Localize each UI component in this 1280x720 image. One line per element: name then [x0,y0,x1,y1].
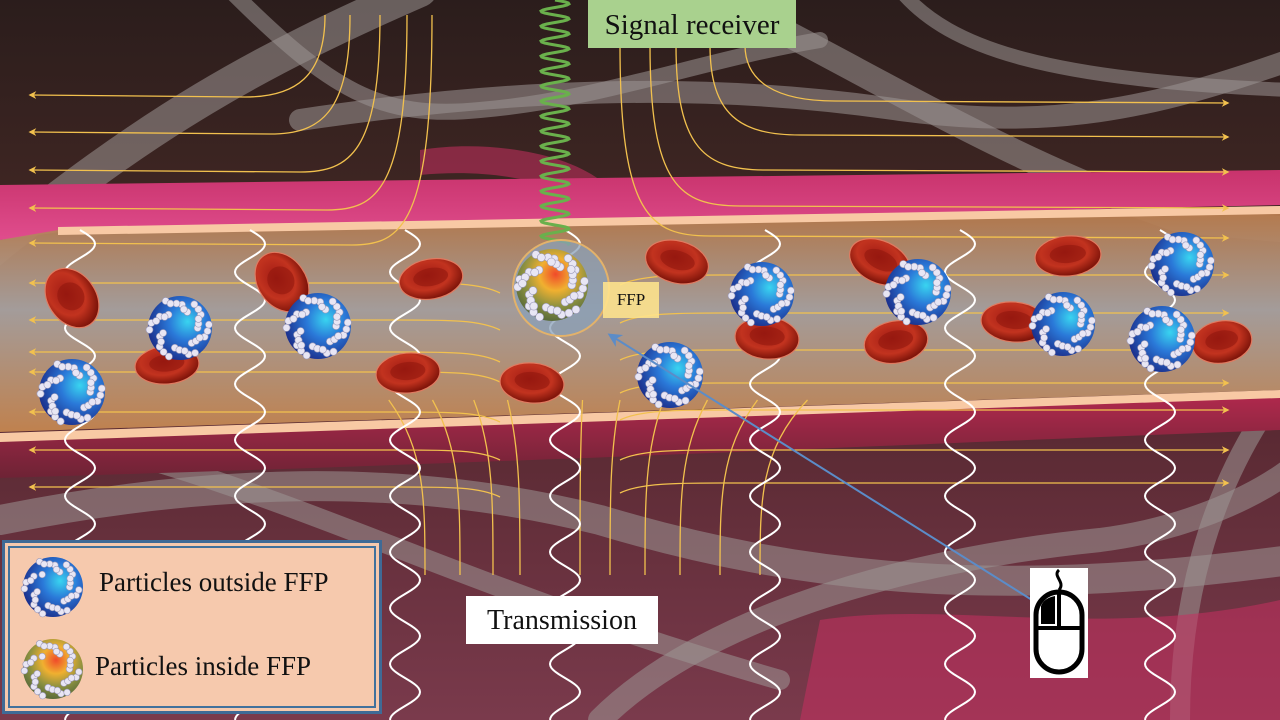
blue-particle [282,293,352,360]
red-blood-cell [398,257,464,301]
blue-particle [1126,306,1196,373]
red-blood-cell [254,251,310,313]
legend-warm-particle [20,639,83,700]
legend: Particles outside FFP Particles inside F… [2,540,382,714]
blue-particle [1028,292,1096,357]
field-line [644,399,665,576]
red-blood-cell [44,267,100,329]
blue-particle [634,342,704,409]
field-line [609,399,621,576]
blood-vessel-lumen [0,210,1280,432]
red-blood-cell [499,362,565,404]
blue-particle [36,359,106,426]
received-signal-wave [539,0,571,247]
field-line [619,406,1230,421]
field-line [28,408,501,423]
field-line [431,399,461,576]
field-line [649,44,1230,212]
field-line [28,14,381,174]
field-line [28,14,326,99]
field-line [744,44,1230,107]
field-line [675,44,1230,176]
field-line [28,14,351,136]
red-blood-cell [1034,235,1102,277]
lower-vessel-tissue [0,395,1280,478]
legend-item-inside: Particles inside FFP [15,633,375,705]
red-blood-cell [375,352,441,394]
red-blood-cell [1191,320,1253,364]
field-line [28,316,501,331]
particles-outside-ffp [36,232,1215,426]
legend-label-inside: Particles inside FFP [95,651,312,681]
computer-mouse-icon [1030,568,1088,678]
field-line [619,446,1230,461]
signal-receiver-label: Signal receiver [588,0,796,48]
red-blood-cell [645,239,709,285]
field-line [619,479,1230,494]
legend-blue-particle [20,557,83,618]
field-line [619,309,1230,324]
field-line [619,44,1230,242]
field-line [759,399,808,576]
field-line [28,348,501,363]
magnetic-field-lines [28,14,1230,576]
legend-item-outside: Particles outside FFP [15,551,375,623]
blue-particle-icon [20,557,83,618]
ffp-region [512,239,610,337]
field-line [28,14,433,247]
transmission-label: Transmission [466,596,658,644]
blue-particle [727,262,795,327]
transmit-wave [943,229,977,720]
field-line [28,446,501,461]
particle-inside-ffp [513,249,589,322]
field-line [28,14,408,212]
blue-particle [145,296,213,361]
field-line [719,399,759,576]
transmit-wave [388,229,422,720]
legend-label-outside: Particles outside FFP [99,567,329,597]
warm-particle-icon [20,639,83,700]
blue-particle [1147,232,1215,297]
field-line [473,399,494,576]
field-line [506,399,521,576]
blue-particle [882,259,952,326]
field-line [579,399,584,576]
mouse-pointer-line [607,333,1041,606]
red-blood-cell [863,319,929,365]
ffp-label: FFP [603,282,659,318]
warm-particle [513,249,589,322]
field-line [388,399,426,576]
field-line [679,399,709,576]
red-blood-cells [44,235,1253,404]
vessel-wall-top [58,206,1280,235]
field-line [709,44,1230,141]
red-blood-cell [980,301,1048,343]
vessel-wall-bottom [0,390,1280,442]
